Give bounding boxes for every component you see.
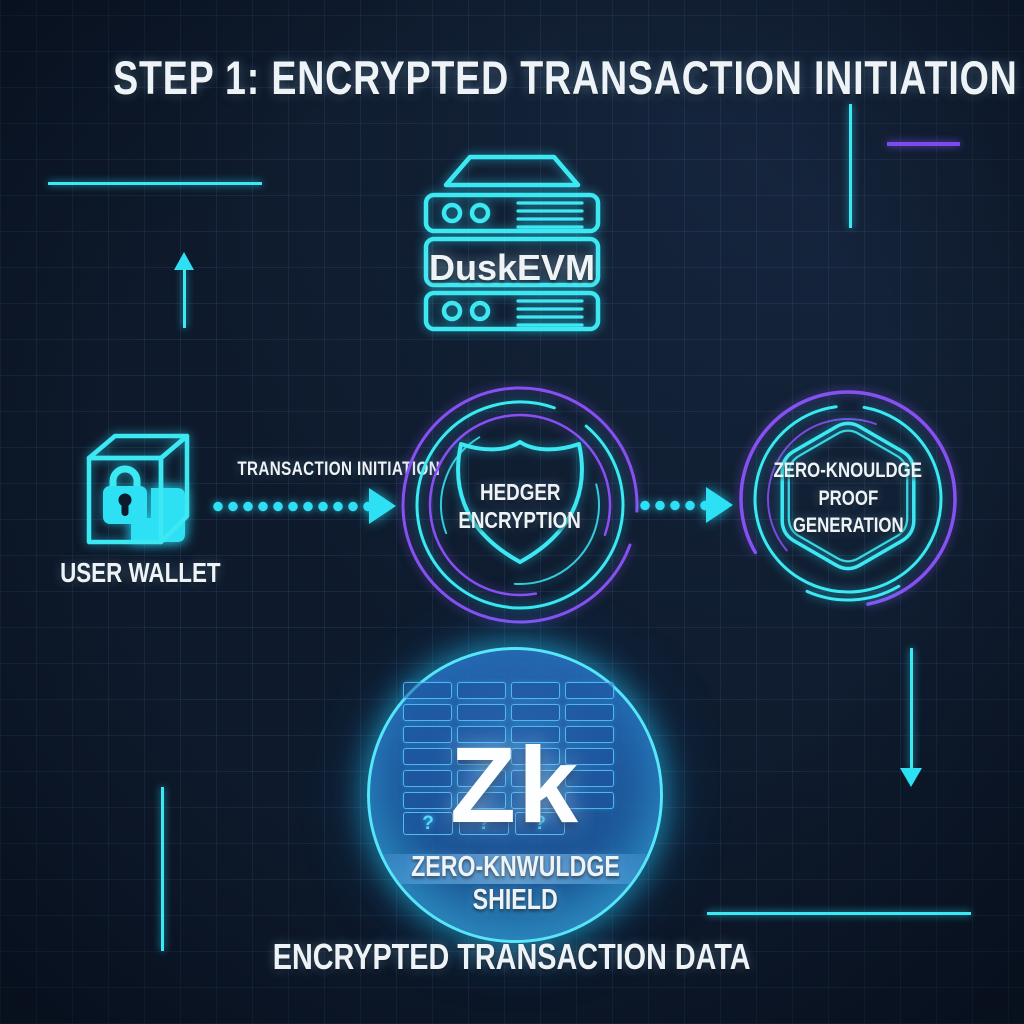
cipher-cell bbox=[511, 748, 560, 765]
cipher-cell bbox=[403, 726, 452, 743]
hexagon-icon bbox=[780, 421, 916, 571]
decor-line-top-left bbox=[48, 182, 262, 185]
shield-icon bbox=[456, 440, 584, 564]
cipher-cell bbox=[457, 748, 506, 765]
cipher-cell bbox=[403, 792, 452, 809]
cipher-cell bbox=[403, 748, 452, 765]
highlight-band bbox=[370, 854, 660, 884]
cipher-cell bbox=[565, 792, 614, 809]
zk-shield-line1-text: ZERO-KNWULDGE bbox=[410, 851, 620, 883]
cipher-cell bbox=[565, 770, 614, 787]
cipher-cell bbox=[457, 792, 506, 809]
up-arrow-stem bbox=[183, 269, 186, 328]
cipher-cell bbox=[403, 704, 452, 721]
dotted-arrow-2 bbox=[639, 500, 714, 511]
bottom-caption-text: ENCRYPTED TRANSACTION DATA bbox=[273, 936, 751, 977]
cipher-cell bbox=[511, 770, 560, 787]
server-name: DuskEVM bbox=[428, 247, 596, 288]
decor-line-bottom-right bbox=[707, 912, 971, 915]
cipher-cell bbox=[457, 726, 506, 743]
wallet-icon bbox=[86, 433, 190, 545]
server-icon bbox=[423, 154, 601, 332]
lock-icon bbox=[103, 465, 147, 524]
flow1-label-text: TRANSACTION INITIATION bbox=[237, 459, 441, 480]
decor-line-purple bbox=[887, 142, 960, 146]
cipher-cell bbox=[511, 682, 560, 699]
wallet-name: USER WALLET bbox=[60, 557, 221, 588]
encryption-rings-icon bbox=[401, 386, 639, 624]
cipher-cell bbox=[511, 726, 560, 743]
down-arrow-stem bbox=[910, 648, 913, 770]
cipher-cell bbox=[565, 682, 614, 699]
cipher-cell bbox=[403, 770, 452, 787]
cipher-cell bbox=[511, 704, 560, 721]
cipher-cell bbox=[403, 682, 452, 699]
zk-shield-label-line2: SHIELD bbox=[367, 884, 663, 917]
arrow-head-1-icon bbox=[369, 488, 396, 524]
page-title-text: STEP 1: ENCRYPTED TRANSACTION INITIATION bbox=[113, 51, 1018, 104]
question-cell: ? bbox=[515, 812, 565, 835]
up-arrow-icon bbox=[174, 252, 194, 270]
proof-line3: GENERATION bbox=[792, 514, 904, 537]
encrypted-data-grid bbox=[403, 682, 614, 809]
page-title: STEP 1: ENCRYPTED TRANSACTION INITIATION bbox=[0, 50, 1024, 105]
arrow-head-2-icon bbox=[706, 487, 733, 523]
down-arrow-icon bbox=[900, 768, 922, 787]
decor-vline-bottom-left bbox=[161, 787, 164, 951]
cipher-cell bbox=[565, 748, 614, 765]
question-cells: ? ? ? bbox=[403, 812, 565, 835]
bottom-caption: ENCRYPTED TRANSACTION DATA bbox=[0, 936, 1024, 978]
cipher-cell bbox=[457, 682, 506, 699]
encryption-line2: ENCRYPTION bbox=[458, 507, 582, 533]
encryption-line1: HEDGER bbox=[479, 479, 561, 505]
proof-rings-icon bbox=[739, 390, 957, 608]
proof-line1: ZERO-KNOULDGE bbox=[773, 459, 923, 482]
cipher-cell bbox=[511, 792, 560, 809]
question-cell: ? bbox=[459, 812, 509, 835]
wallet-node-label: USER WALLET bbox=[40, 557, 240, 589]
proof-node-label: ZERO-KNOULDGE PROOF GENERATION bbox=[748, 457, 948, 540]
zk-shield-line2-text: SHIELD bbox=[472, 884, 558, 916]
zk-monogram: Zk bbox=[449, 724, 581, 845]
cipher-cell bbox=[457, 704, 506, 721]
decor-vline-top-right bbox=[849, 104, 852, 228]
zk-sphere-inner bbox=[370, 650, 660, 940]
flow1-label: TRANSACTION INITIATION bbox=[212, 459, 439, 481]
question-cell: ? bbox=[403, 812, 453, 835]
proof-line2: PROOF bbox=[818, 486, 878, 510]
encryption-node-label: HEDGER ENCRYPTION bbox=[410, 478, 630, 534]
cipher-cell bbox=[457, 770, 506, 787]
cipher-cell bbox=[565, 726, 614, 743]
zk-shield-label-line1: ZERO-KNWULDGE bbox=[367, 851, 663, 884]
dotted-arrow-1 bbox=[212, 501, 375, 512]
server-node-label: DuskEVM bbox=[412, 247, 612, 289]
cipher-cell bbox=[565, 704, 614, 721]
